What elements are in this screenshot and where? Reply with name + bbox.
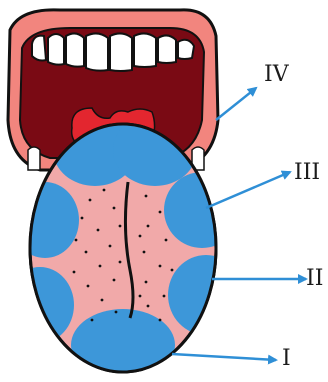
label-III: III: [294, 162, 320, 184]
label-I: I: [282, 348, 291, 370]
arrow-III: [206, 172, 290, 208]
arrow-I: [172, 354, 276, 360]
arrow-IV: [216, 88, 256, 120]
label-IV: IV: [264, 64, 289, 86]
taste-zone-side-right-lower: [168, 255, 244, 335]
taste-zone-side-left-upper: [11, 182, 79, 258]
label-II: II: [306, 268, 323, 290]
